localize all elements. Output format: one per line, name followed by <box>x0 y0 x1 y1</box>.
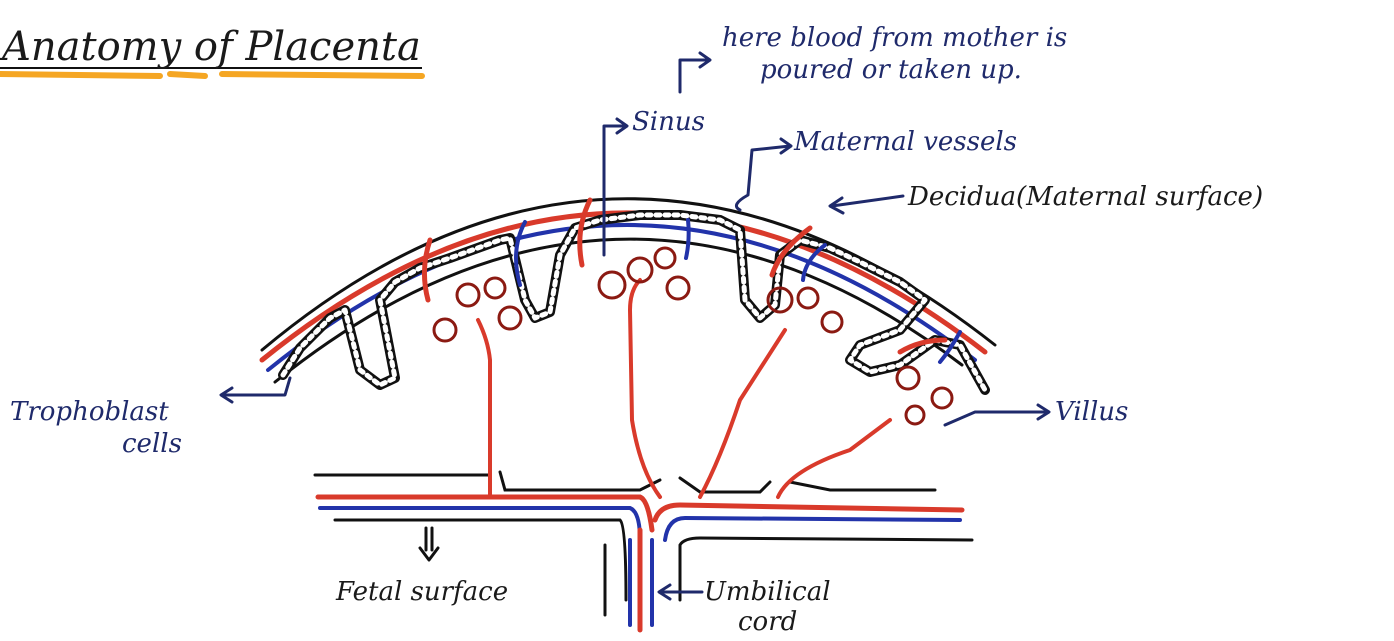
maternal-vessels-label: Maternal vessels <box>793 127 1017 157</box>
villus-lobe <box>457 284 479 306</box>
villus-lobe <box>932 388 952 408</box>
villus-label: Villus <box>1055 397 1128 427</box>
villus-lobe <box>798 288 818 308</box>
villus-arrow <box>945 412 1048 425</box>
trophoblast-arrow <box>222 378 290 395</box>
villus-lobe <box>499 307 521 329</box>
fetal-surface-arrow <box>420 528 438 560</box>
umbilical-label-line2: cord <box>738 607 797 636</box>
note-line-2: poured or taken up. <box>760 55 1022 85</box>
villus-lobe <box>655 248 675 268</box>
sinus-arrow <box>604 126 626 255</box>
maternal-layers <box>262 199 995 382</box>
villus-lobe <box>906 406 924 424</box>
fetal-surface-label: Fetal surface <box>335 577 508 607</box>
title-underline <box>0 74 160 76</box>
maternal-vein-line <box>268 225 975 370</box>
decidua-label: Decidua(Maternal surface) <box>907 182 1263 212</box>
title-underline <box>222 74 422 76</box>
spiral-vein <box>686 220 689 258</box>
title-group: Anatomy of Placenta <box>0 24 422 76</box>
labels: here blood from mother is poured or take… <box>10 23 1263 636</box>
trophoblast-label-line2: cells <box>122 429 182 459</box>
villus-lobe <box>667 277 689 299</box>
maternal-vessels-arrow <box>736 146 790 210</box>
villus-lobe <box>434 319 456 341</box>
trophoblast-label-line1: Trophoblast <box>10 397 169 427</box>
chorionic-top-line <box>315 472 935 492</box>
villus-lobe <box>485 278 505 298</box>
trophoblast-band <box>283 215 985 390</box>
title-underline <box>170 74 205 76</box>
umbilical-cord <box>605 530 652 630</box>
villus-stalk <box>700 330 785 497</box>
page-title: Anatomy of Placenta <box>0 24 421 70</box>
villus-lobe <box>897 367 919 389</box>
sinus-label: Sinus <box>632 107 705 137</box>
villus-lobe <box>599 272 625 298</box>
umbilical-label-line1: Umbilical <box>704 577 831 607</box>
spiral-artery <box>580 200 590 265</box>
villus-stalk <box>630 280 660 497</box>
villus-stalk <box>478 320 490 495</box>
note-line-1: here blood from mother is <box>722 23 1067 53</box>
villus-stalk <box>778 420 890 497</box>
villus-lobe <box>822 312 842 332</box>
trophoblast-layer <box>283 215 985 390</box>
